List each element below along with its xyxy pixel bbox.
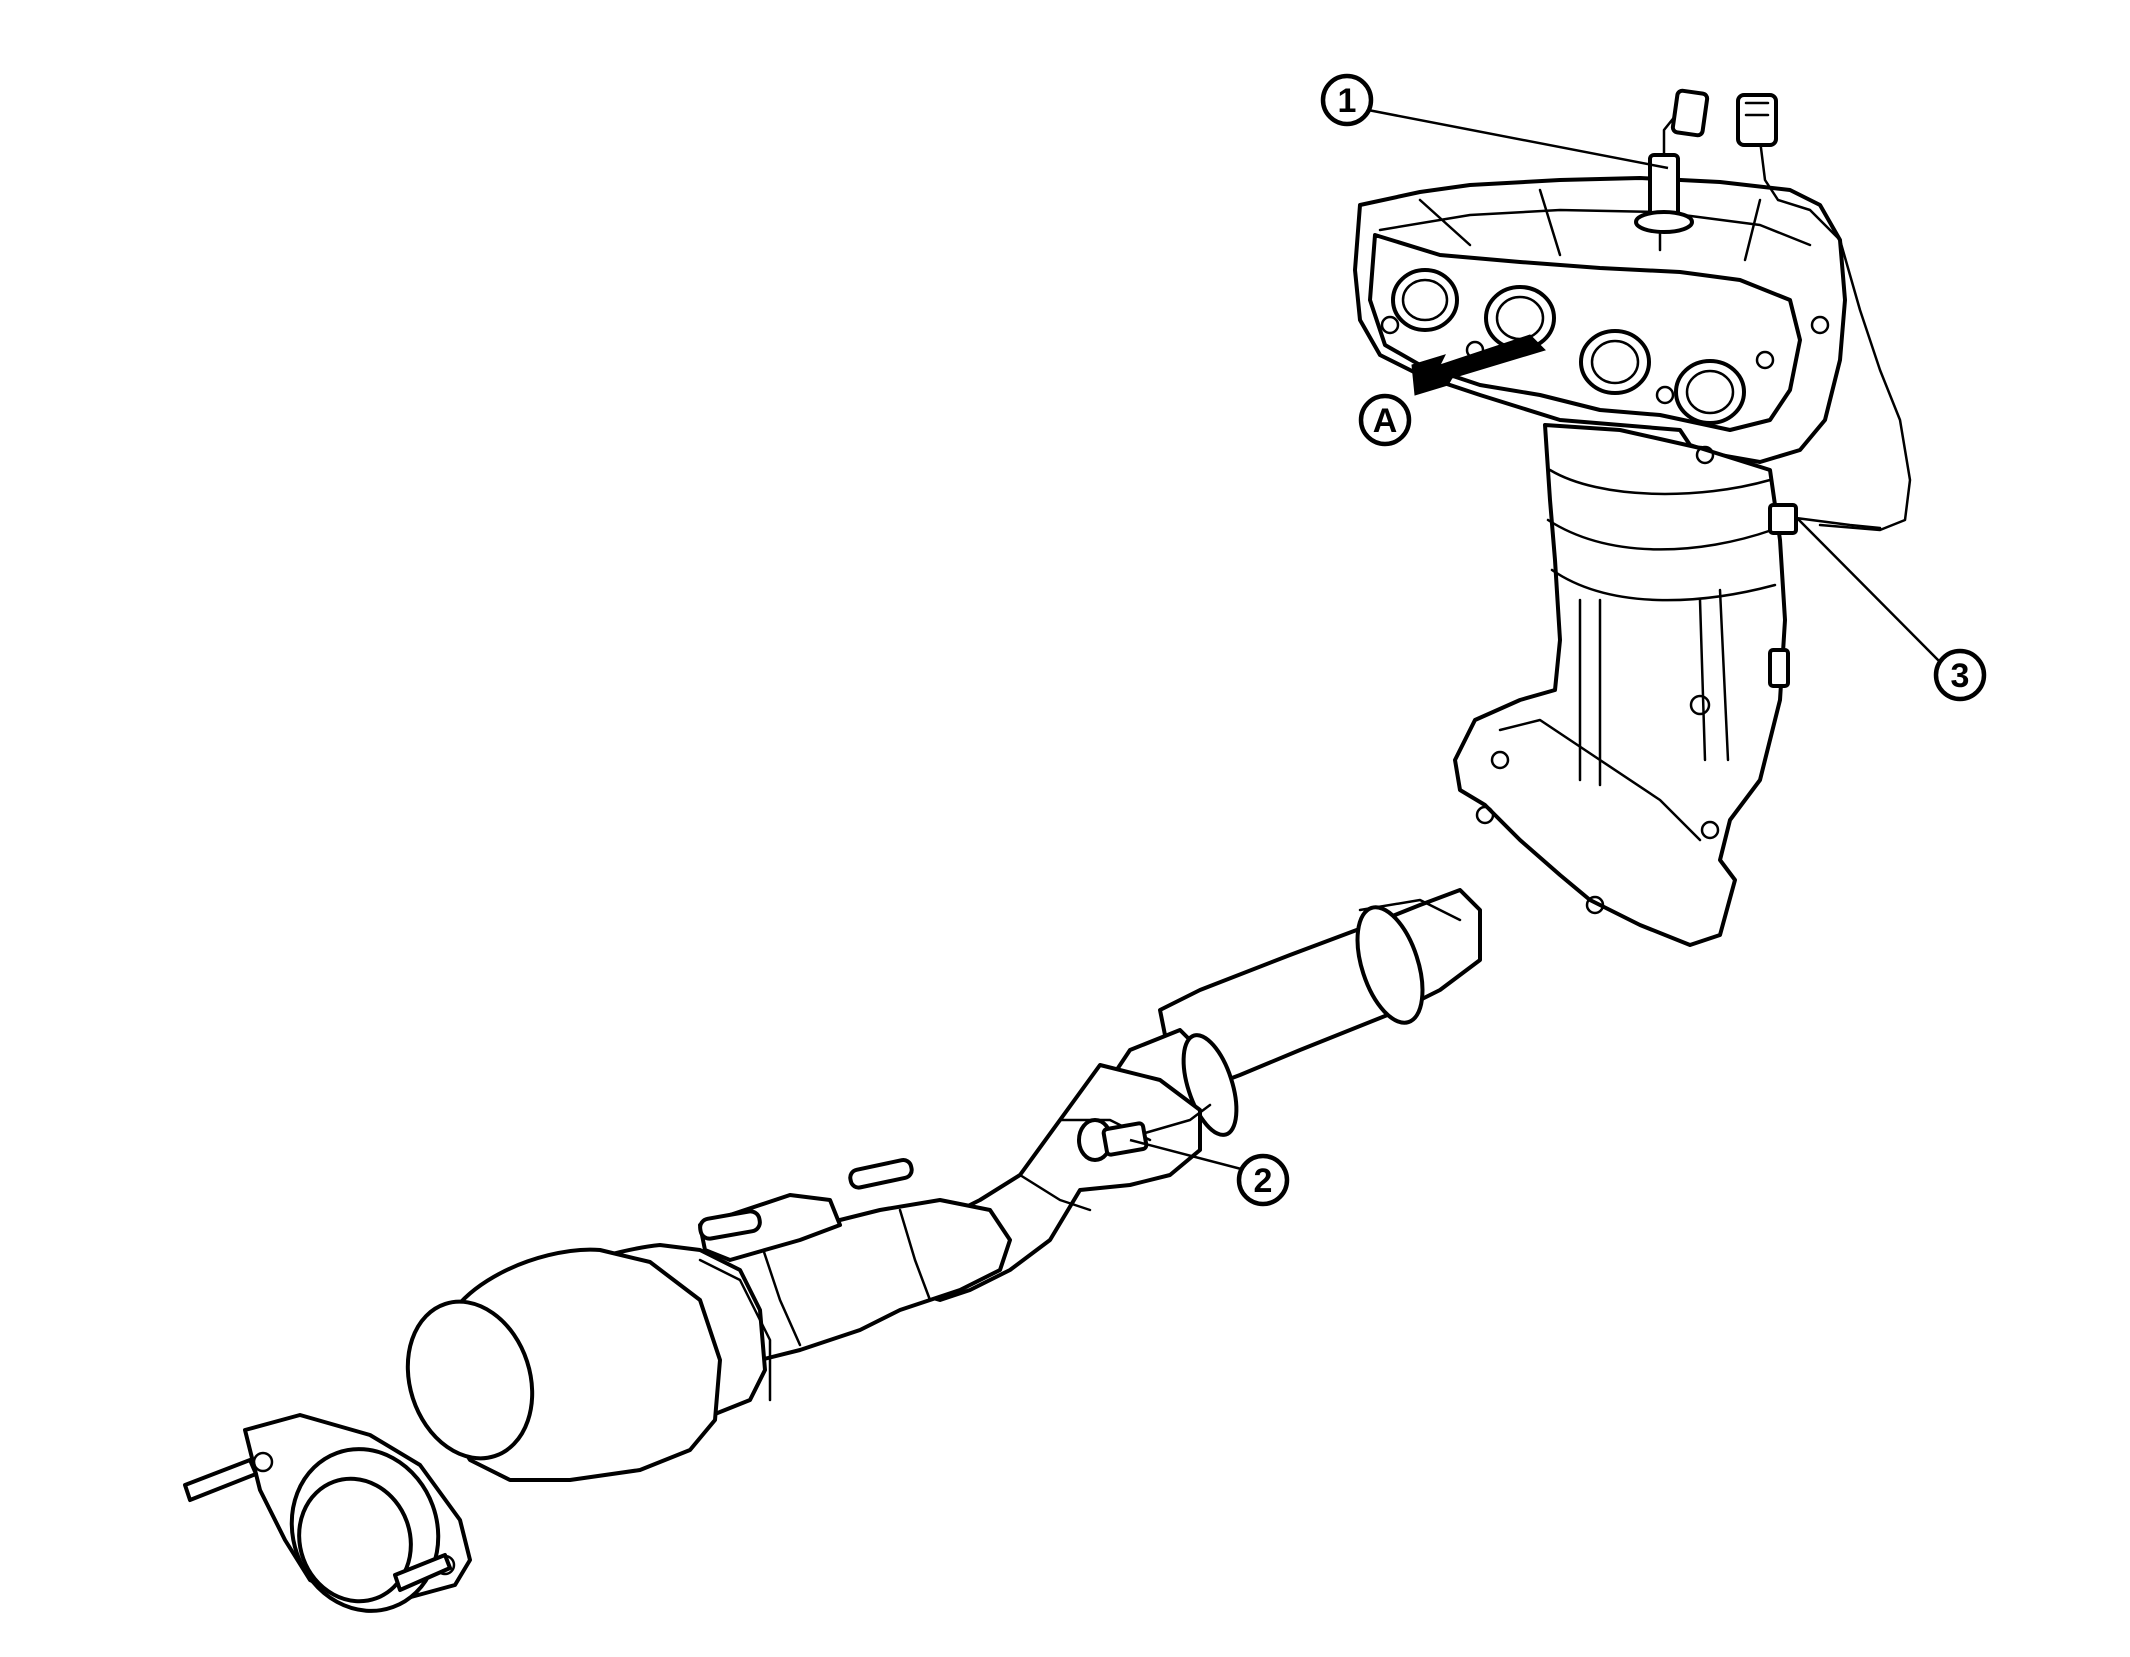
- rear-converter: [405, 1243, 772, 1482]
- sensor-3: [1768, 503, 1882, 535]
- callout-2-label: 2: [1254, 1162, 1273, 1200]
- callout-3: 3: [1796, 517, 1987, 702]
- outlet-flange: [183, 1413, 472, 1613]
- direction-arrow-a: A: [1358, 334, 1546, 447]
- marker-a-label: A: [1373, 402, 1398, 440]
- manifold-catalytic-converter: [1453, 423, 1790, 947]
- callout-1: 1: [1320, 73, 1669, 170]
- callout-2: 2: [1129, 1138, 1290, 1207]
- exhaust-manifold: [1353, 176, 1847, 465]
- sensor-1: [1634, 88, 1912, 532]
- callout-1-label: 1: [1338, 82, 1357, 120]
- callout-3-label: 3: [1951, 657, 1970, 695]
- sensor-2: [1077, 1103, 1212, 1162]
- marker-a-ring: [1358, 393, 1412, 447]
